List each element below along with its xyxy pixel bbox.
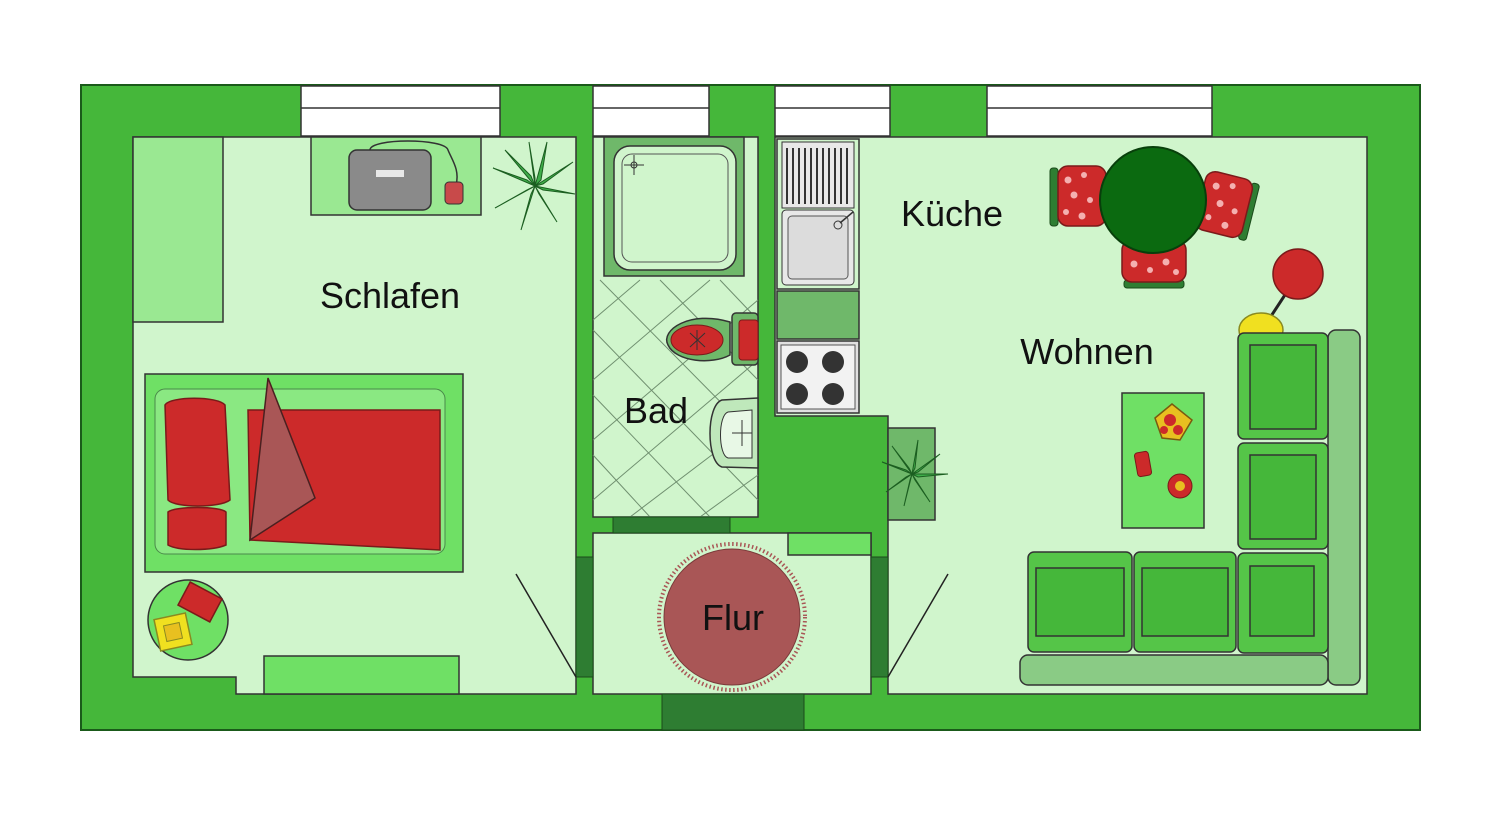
wardrobe [132, 136, 224, 323]
room-label-schlafen: Schlafen [320, 275, 460, 316]
room-label-bad: Bad [624, 390, 688, 431]
sofa-icon [1019, 329, 1361, 686]
rug-icon [657, 542, 807, 692]
windows [300, 85, 1213, 137]
window-wohnen [986, 85, 1213, 137]
stove-icon [776, 340, 860, 414]
window-kueche [774, 85, 891, 137]
dresser [263, 655, 460, 695]
room-label-wohnen: Wohnen [1020, 331, 1153, 372]
room-label-kueche: Küche [901, 193, 1003, 234]
door-thresholds [575, 516, 889, 731]
plant-icon [492, 141, 576, 231]
window-schlafen [300, 85, 501, 137]
chair-left [1049, 165, 1107, 227]
dining-table-icon [1049, 146, 1260, 289]
window-bad [592, 85, 710, 137]
plant-icon [881, 427, 949, 521]
bed-icon [144, 373, 464, 573]
coffee-table-icon [1121, 392, 1205, 529]
door-swings [515, 573, 949, 678]
side-table [147, 579, 229, 661]
shoe-cabinet [787, 532, 872, 556]
kitchen-counter [776, 138, 860, 340]
room-label-flur: Flur [702, 597, 764, 638]
toilet-icon [665, 312, 759, 366]
sink-icon [709, 397, 759, 469]
desk-icon [310, 136, 482, 216]
shower-icon [603, 136, 745, 277]
